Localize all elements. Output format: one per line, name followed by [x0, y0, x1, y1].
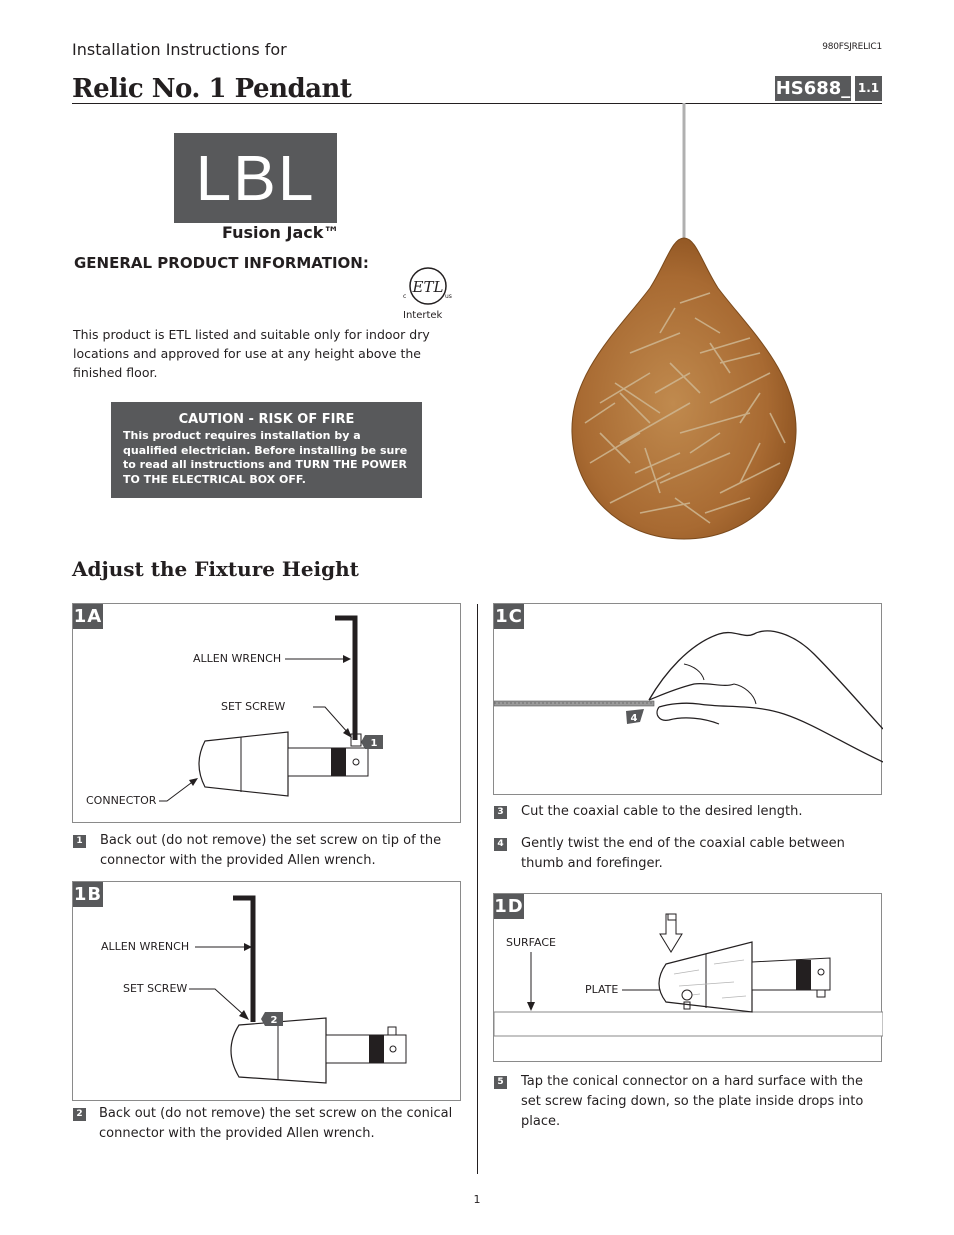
callout-2: 2 — [271, 1015, 278, 1026]
etl-us-text: us — [445, 293, 452, 300]
header-rule — [72, 103, 882, 104]
header-intro: Installation Instructions for — [72, 40, 287, 59]
callout-1: 1 — [371, 738, 378, 749]
lbl-logo: LBL — [174, 133, 337, 223]
caution-box: CAUTION - RISK OF FIRE This product requ… — [111, 402, 422, 498]
panel-1d: 1D SURFACE PLATE — [493, 893, 883, 1062]
etl-company: Intertek — [403, 310, 443, 321]
page-title: Relic No. 1 Pendant — [72, 74, 352, 104]
step-3-text: Cut the coaxial cable to the desired len… — [521, 804, 803, 819]
connector-diagram-1b: 2 — [189, 895, 407, 1084]
connector-label: CONNECTOR — [86, 794, 157, 807]
product-line-name: Fusion Jack™ — [222, 223, 340, 242]
general-description: This product is ETL listed and suitable … — [73, 327, 430, 380]
step-1-text: Back out (do not remove) the set screw o… — [100, 833, 442, 868]
surface-label: SURFACE — [506, 936, 556, 949]
section-title: Adjust the Fixture Height — [72, 557, 359, 581]
panel-1c-tag: 1C — [494, 604, 524, 629]
step-3-number: 3 — [494, 806, 507, 819]
etl-listed-mark-icon: ETL c us — [403, 267, 452, 305]
panel-1b: 1B ALLEN WRENCH SET SCREW 2 — [72, 881, 461, 1101]
document-number: 980FSJRELIC1 — [822, 42, 882, 52]
allen-wrench-label: ALLEN WRENCH — [193, 652, 282, 665]
panel-1d-tag: 1D — [494, 894, 524, 919]
caution-body: This product requires installation by a … — [123, 429, 408, 486]
allen-wrench-label-1b: ALLEN WRENCH — [101, 940, 190, 953]
version-badge: 1.1 — [855, 76, 882, 101]
set-screw-label: SET SCREW — [221, 700, 286, 713]
step-2-text: Back out (do not remove) the set screw o… — [99, 1106, 453, 1141]
etl-mark-text: ETL — [412, 278, 444, 296]
step-5-number: 5 — [494, 1076, 507, 1089]
column-divider — [477, 604, 478, 1174]
step-1-number: 1 — [73, 835, 86, 848]
step-4-text: Gently twist the end of the coaxial cabl… — [521, 836, 845, 871]
set-screw-label-1b: SET SCREW — [123, 982, 188, 995]
step-4-number: 4 — [494, 838, 507, 851]
step-5-text: Tap the conical connector on a hard surf… — [521, 1074, 864, 1129]
panel-1b-tag: 1B — [73, 882, 103, 907]
page-number: 1 — [473, 1193, 481, 1206]
callout-4: 4 — [631, 713, 638, 724]
panel-1c: 1C 4 — [493, 603, 883, 795]
panel-1a: 1A ALLEN WRENCH SET SCREW CONNECTOR 1 — [72, 603, 461, 823]
step-2-number: 2 — [73, 1108, 86, 1121]
connector-diagram-1a: 1 — [159, 615, 383, 802]
tap-connector-diagram — [494, 913, 883, 1037]
caution-title: CAUTION - RISK OF FIRE — [178, 412, 355, 427]
general-info-heading: GENERAL PRODUCT INFORMATION: — [74, 254, 369, 272]
etl-c-text: c — [403, 293, 406, 300]
plate-label: PLATE — [585, 983, 619, 996]
pendant-image — [571, 103, 797, 540]
model-badge: HS688_ — [775, 76, 851, 101]
hand-twisting-cable-diagram: 4 — [494, 630, 883, 763]
panel-1a-tag: 1A — [73, 604, 103, 629]
